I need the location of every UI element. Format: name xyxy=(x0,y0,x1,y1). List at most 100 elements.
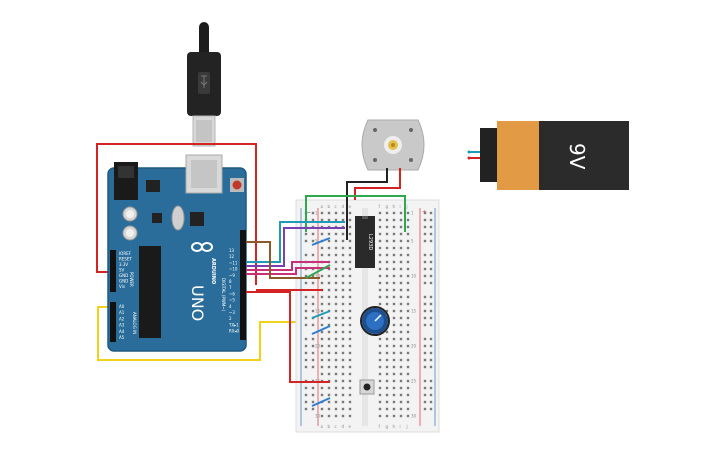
wire-teal xyxy=(246,221,345,263)
breadboard-hole xyxy=(399,400,403,404)
breadboard-hole xyxy=(399,386,403,390)
breadboard-hole xyxy=(334,218,338,222)
breadboard-hole xyxy=(406,239,410,243)
power-pin-label: Vin xyxy=(119,284,126,289)
usb-cable xyxy=(187,22,221,147)
breadboard-hole xyxy=(378,358,382,362)
breadboard-hole xyxy=(385,253,389,257)
breadboard-hole xyxy=(399,295,403,299)
digital-pin-label: TX▸1 xyxy=(228,322,239,327)
column-letter: e xyxy=(349,204,352,209)
breadboard-hole xyxy=(406,232,410,236)
breadboard-hole xyxy=(334,400,338,404)
breadboard-hole xyxy=(334,414,338,418)
wire-purple xyxy=(246,227,345,267)
breadboard-hole xyxy=(399,288,403,292)
breadboard-hole xyxy=(348,365,352,369)
breadboard-rail-hole xyxy=(429,260,433,264)
breadboard-hole xyxy=(327,274,331,278)
breadboard-hole xyxy=(327,372,331,376)
breadboard-hole xyxy=(341,323,345,327)
breadboard-hole xyxy=(392,344,396,348)
column-letter: a xyxy=(321,424,324,429)
digital-pin-label: ~5 xyxy=(229,298,235,303)
breadboard-hole xyxy=(406,316,410,320)
breadboard-hole xyxy=(385,358,389,362)
breadboard-hole xyxy=(334,365,338,369)
breadboard-hole xyxy=(385,400,389,404)
breadboard-hole xyxy=(392,218,396,222)
breadboard-hole xyxy=(320,358,324,362)
breadboard-hole xyxy=(406,218,410,222)
dc-motor xyxy=(361,119,425,171)
breadboard-hole xyxy=(392,267,396,271)
breadboard-hole xyxy=(341,302,345,306)
breadboard-hole xyxy=(334,281,338,285)
breadboard-hole xyxy=(320,323,324,327)
breadboard-hole xyxy=(327,414,331,418)
breadboard-rail-hole xyxy=(423,316,427,320)
breadboard-hole xyxy=(392,330,396,334)
column-letter: f xyxy=(379,204,381,209)
breadboard-hole xyxy=(348,302,352,306)
breadboard-hole xyxy=(334,358,338,362)
breadboard-hole xyxy=(392,260,396,264)
breadboard-hole xyxy=(348,281,352,285)
breadboard-rail-hole xyxy=(311,281,315,285)
breadboard-hole xyxy=(327,393,331,397)
breadboard-hole xyxy=(406,400,410,404)
wire-red-digital xyxy=(246,291,330,383)
breadboard-hole xyxy=(327,295,331,299)
breadboard-rail-hole xyxy=(304,274,308,278)
breadboard-hole xyxy=(348,407,352,411)
breadboard-hole xyxy=(334,309,338,313)
breadboard-rail-hole xyxy=(423,407,427,411)
breadboard-hole xyxy=(399,323,403,327)
breadboard-rail-hole xyxy=(311,393,315,397)
breadboard-hole xyxy=(385,379,389,383)
breadboard-hole xyxy=(341,365,345,369)
breadboard-hole xyxy=(348,351,352,355)
breadboard-rail-hole xyxy=(304,316,308,320)
analog-pin-label: A2 xyxy=(119,316,125,321)
breadboard-rail-hole xyxy=(304,281,308,285)
breadboard-hole xyxy=(392,309,396,313)
breadboard-hole xyxy=(406,267,410,271)
wire-brown xyxy=(246,241,320,279)
breadboard-rail-hole xyxy=(311,407,315,411)
breadboard-hole xyxy=(334,379,338,383)
breadboard-rail-hole xyxy=(423,337,427,341)
breadboard-hole xyxy=(392,372,396,376)
breadboard-hole xyxy=(392,246,396,250)
breadboard-rail-hole xyxy=(429,379,433,383)
battery-9v: 9V xyxy=(467,121,629,190)
row-number: 30 xyxy=(315,414,321,419)
digital-pin-label: RX◂0 xyxy=(229,329,240,334)
breadboard-hole xyxy=(378,407,382,411)
breadboard-hole xyxy=(406,274,410,278)
breadboard-hole xyxy=(392,225,396,229)
breadboard-hole xyxy=(334,344,338,348)
breadboard-hole xyxy=(385,414,389,418)
breadboard-rail-hole xyxy=(304,393,308,397)
breadboard-rail-hole xyxy=(311,232,315,236)
breadboard-rail-hole xyxy=(423,260,427,264)
breadboard-hole xyxy=(348,386,352,390)
breadboard-hole xyxy=(406,302,410,306)
breadboard-rail-hole xyxy=(423,225,427,229)
breadboard-hole xyxy=(341,288,345,292)
breadboard-hole xyxy=(378,260,382,264)
power-pin-label: GND xyxy=(119,279,128,284)
breadboard-hole xyxy=(378,218,382,222)
breadboard-rail-hole xyxy=(311,358,315,362)
breadboard-hole xyxy=(385,372,389,376)
breadboard-hole xyxy=(406,281,410,285)
breadboard-rail-hole xyxy=(423,344,427,348)
breadboard-hole xyxy=(320,316,324,320)
breadboard-hole xyxy=(385,246,389,250)
breadboard-hole xyxy=(348,379,352,383)
breadboard-hole xyxy=(392,302,396,306)
column-letter: h xyxy=(393,424,396,429)
breadboard-hole xyxy=(392,379,396,383)
breadboard-hole xyxy=(392,400,396,404)
